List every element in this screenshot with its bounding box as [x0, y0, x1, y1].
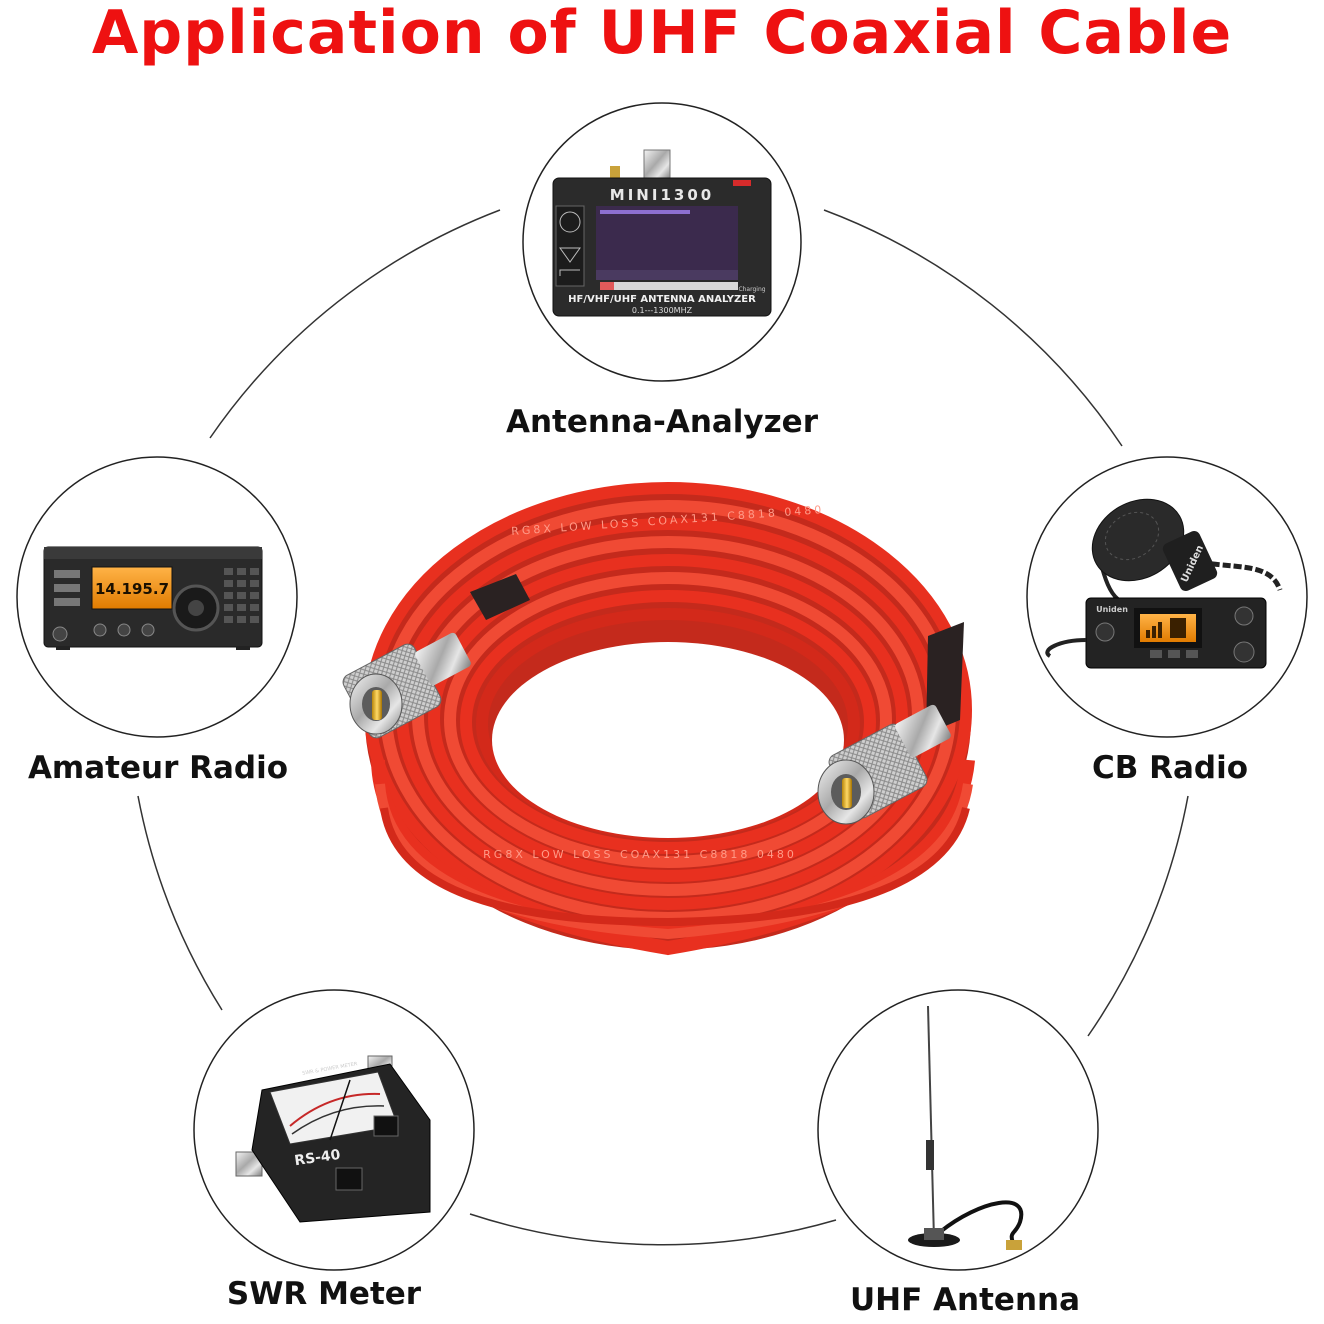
label-swr-meter: SWR Meter [226, 1276, 422, 1312]
swr-meter-image: SWR & POWER METER RS-40 [235, 1055, 431, 1223]
ring-arc-top-right [823, 209, 1123, 447]
uhf-antenna-image [908, 1005, 1024, 1250]
label-cb-radio: CB Radio [1091, 750, 1249, 786]
coax-cable-coil: RG8X LOW LOSS COAX131 C8818 0480 RG8X LO… [342, 482, 975, 956]
ring-arc-right [1087, 795, 1189, 1037]
cb-radio-image: Uniden Uniden [1045, 498, 1283, 669]
page-title: Application of UHF Coaxial Cable [91, 0, 1233, 68]
cb-radio-brand: Uniden [1096, 605, 1128, 614]
antenna-analyzer-image: MINI1300 HF/VHF/UHF ANTENNA ANALYZER 0.1… [552, 149, 772, 317]
label-uhf-antenna: UHF Antenna [849, 1282, 1081, 1318]
swr-model: RS-40 [293, 1147, 341, 1169]
ring-arc-bottom [469, 1213, 837, 1246]
circle-uhf-antenna [817, 989, 1099, 1271]
analyzer-status: Charging [738, 286, 765, 293]
right-uhf-connector [817, 704, 951, 825]
ring-connectors [137, 209, 1189, 1246]
ring-arc-left [137, 795, 223, 1011]
label-amateur-radio: Amateur Radio [27, 750, 289, 786]
circle-cb-radio [1026, 456, 1308, 738]
analyzer-caption: HF/VHF/UHF ANTENNA ANALYZER [568, 294, 756, 305]
ring-arc-top-left [209, 209, 501, 439]
label-antenna-analyzer: Antenna-Analyzer [506, 404, 818, 440]
left-uhf-connector [342, 632, 471, 739]
analyzer-range: 0.1---1300MHZ [632, 306, 693, 315]
cable-jacket-print-lower: RG8X LOW LOSS COAX131 C8818 0480 [483, 848, 797, 861]
amateur-radio-image: 14.195.7 [43, 546, 263, 650]
radio-display: 14.195.7 [95, 580, 169, 598]
analyzer-brand: MINI1300 [610, 186, 714, 204]
